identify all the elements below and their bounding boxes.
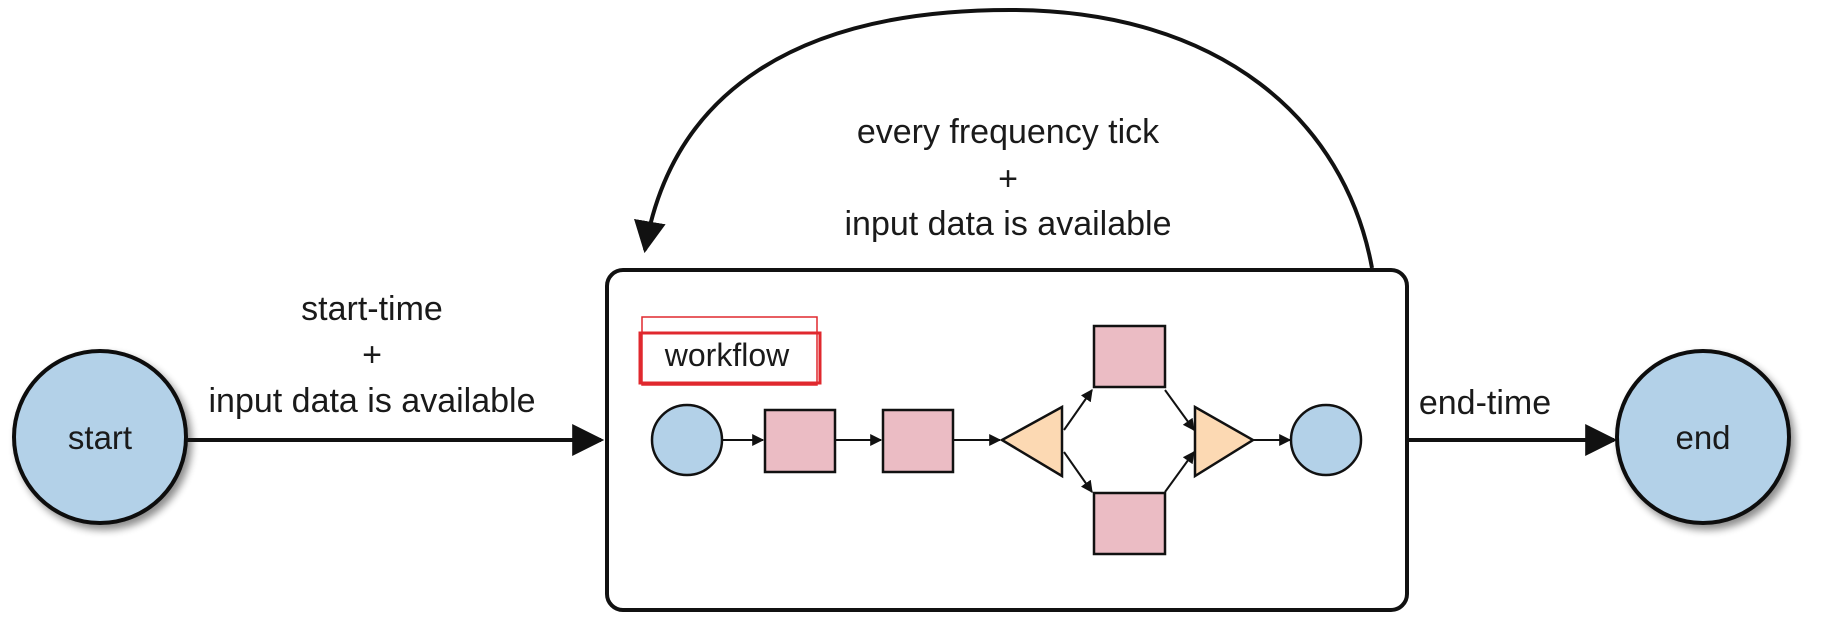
workflow-label: workflow (664, 337, 790, 373)
end-node-label: end (1675, 419, 1730, 456)
start-node-label: start (68, 419, 132, 456)
join-arrow-top (1164, 389, 1195, 431)
start-node (12, 349, 188, 525)
join-arrow-bottom (1164, 451, 1195, 493)
start-edge-line2: + (362, 336, 382, 374)
loop-edge-line2: + (998, 160, 1018, 198)
start-edge-line3: input data is available (208, 382, 535, 420)
loop-edge-line1: every frequency tick (857, 113, 1160, 151)
end-edge-label: end-time (1419, 384, 1551, 422)
task-node-1 (763, 408, 837, 474)
loop-edge-line3: input data is available (844, 205, 1171, 243)
inner-end-node (1289, 403, 1363, 477)
start-edge-line1: start-time (301, 290, 443, 328)
fork-node (999, 404, 1064, 479)
task-node-top (1092, 324, 1167, 389)
fork-arrow-bottom (1063, 451, 1093, 493)
workflow-label-highlight-outer (641, 316, 818, 386)
end-node (1615, 349, 1791, 525)
inner-start-node (650, 403, 724, 477)
join-node (1193, 404, 1256, 479)
fork-arrow-top (1063, 389, 1093, 431)
task-node-2 (881, 408, 955, 474)
task-node-bottom (1092, 491, 1167, 556)
loop-arrow (634, 7, 1374, 269)
workflow-label-highlight (638, 331, 822, 385)
